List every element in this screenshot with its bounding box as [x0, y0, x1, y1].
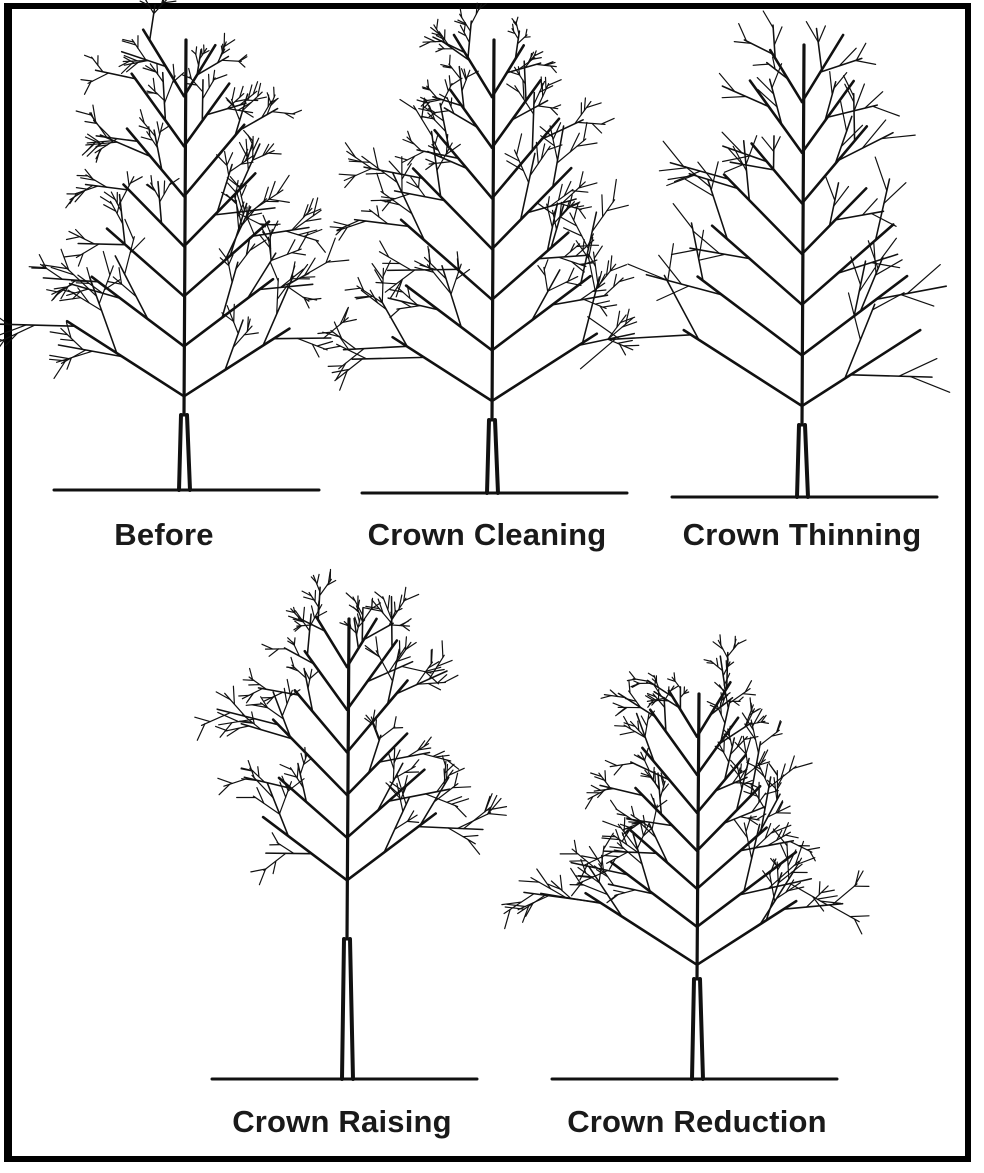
figure-frame: Before Crown Cleaning Crown Thinning Cro…: [4, 3, 971, 1162]
branch: [492, 17, 556, 97]
branch: [697, 635, 746, 737]
branch: [347, 587, 444, 709]
branch: [802, 293, 950, 406]
branch: [802, 72, 899, 153]
branch: [347, 748, 469, 838]
tree-crown-cleaning-illustration: [342, 25, 652, 505]
panel-crown-cleaning: Crown Cleaning: [342, 25, 652, 565]
trunk: [797, 425, 799, 497]
branch: [218, 748, 347, 838]
label-before: Before: [34, 517, 294, 553]
branch: [420, 3, 492, 97]
branch: [119, 0, 184, 96]
label-crown-thinning: Crown Thinning: [652, 517, 952, 553]
branch: [802, 157, 906, 305]
branch: [802, 22, 876, 102]
branch: [195, 680, 347, 796]
tree-crown-reduction-illustration: [532, 599, 862, 1089]
branch: [184, 33, 247, 96]
trunk: [179, 415, 181, 490]
trunk: [187, 415, 190, 490]
branch: [646, 204, 802, 356]
branch: [722, 132, 802, 203]
branch: [492, 238, 639, 402]
tree-crown-thinning-illustration: [652, 25, 962, 505]
branch: [697, 829, 869, 965]
branch: [492, 195, 599, 300]
panel-crown-thinning: Crown Thinning: [652, 25, 962, 565]
label-crown-cleaning: Crown Cleaning: [342, 517, 632, 553]
tree-before-illustration: [34, 25, 344, 505]
branch: [388, 246, 492, 350]
trunk: [700, 979, 703, 1079]
branch: [659, 136, 802, 254]
branch: [605, 711, 697, 813]
trunk: [692, 979, 694, 1079]
branch: [347, 710, 459, 795]
branch: [395, 76, 492, 199]
branch: [492, 123, 597, 250]
branch: [697, 756, 820, 889]
label-crown-raising: Crown Raising: [212, 1104, 472, 1140]
trunk: [805, 425, 808, 497]
branch: [502, 833, 697, 965]
branch: [66, 169, 184, 246]
trunk: [487, 420, 489, 493]
branch: [417, 55, 492, 148]
branch: [802, 241, 946, 355]
trunk: [342, 939, 344, 1079]
branch: [339, 98, 492, 249]
panel-crown-reduction: Crown Reduction: [532, 599, 862, 1159]
trunk: [495, 420, 498, 493]
label-crown-reduction: Crown Reduction: [542, 1104, 852, 1140]
branch: [802, 76, 915, 204]
tree-crown-raising-illustration: [192, 599, 502, 1089]
branch: [719, 64, 802, 153]
branch: [262, 601, 347, 710]
panel-before: Before: [34, 25, 344, 565]
trunk: [350, 939, 353, 1079]
panel-crown-raising: Crown Raising: [192, 599, 502, 1159]
branch: [347, 637, 458, 753]
